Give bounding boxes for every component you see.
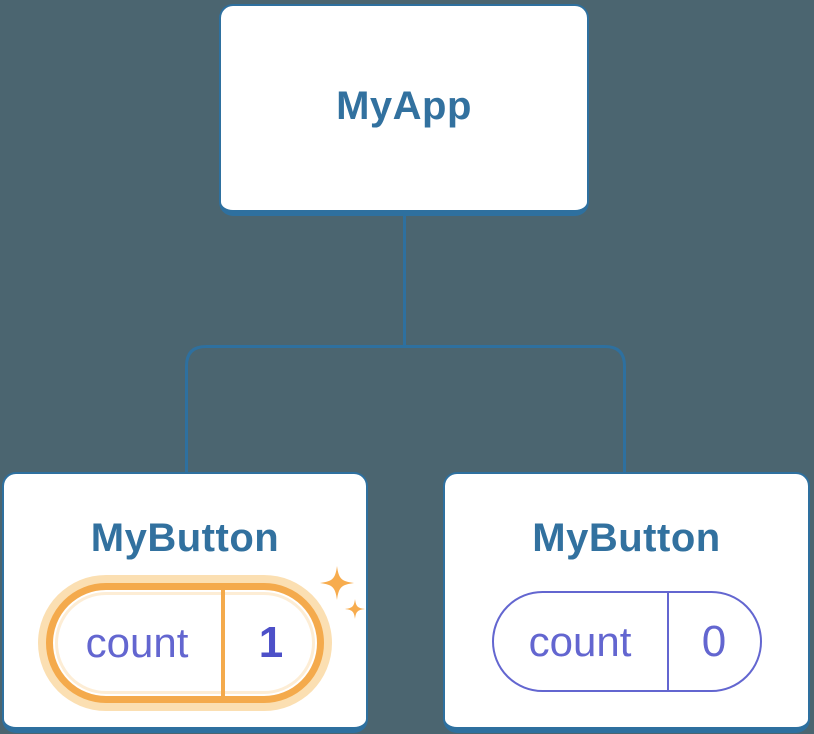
state-pill-highlighted: count 1 — [46, 583, 324, 703]
connector-bracket — [185, 345, 626, 472]
state-value: 0 — [701, 616, 727, 666]
sparkles-icon — [320, 566, 365, 619]
state-key-label: count — [85, 619, 189, 666]
component-name: MyButton — [90, 516, 280, 560]
state-key-label: count — [528, 617, 632, 665]
state-pill-plain: count 0 — [491, 591, 762, 692]
pill-divider — [666, 593, 669, 690]
component-name: MyApp — [336, 84, 472, 128]
child-component-node-plain: MyButton count 0 — [443, 472, 810, 733]
pill-divider — [221, 590, 225, 696]
state-value: 1 — [258, 618, 284, 667]
child-component-node-highlighted: MyButton count 1 — [2, 472, 368, 733]
component-name: MyButton — [532, 516, 721, 560]
root-component-node: MyApp — [219, 4, 589, 216]
